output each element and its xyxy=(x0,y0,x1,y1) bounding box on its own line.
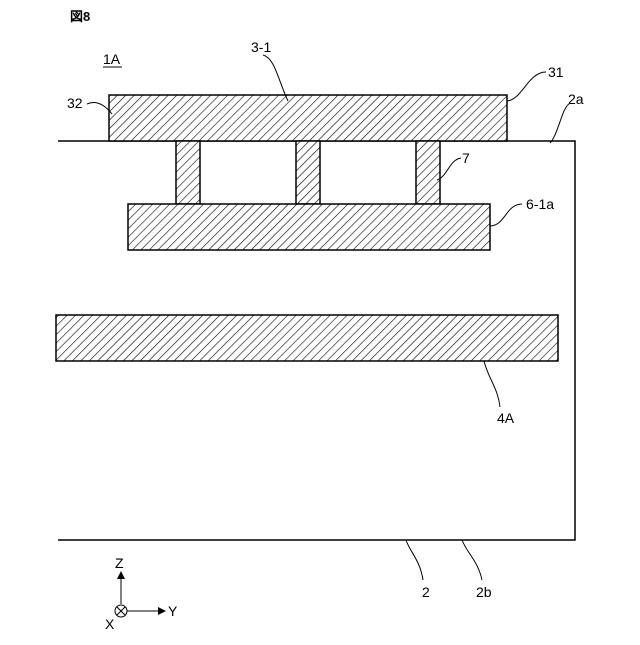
label-32: 32 xyxy=(67,95,83,111)
label-31: 31 xyxy=(548,64,564,80)
label-3-1: 3-1 xyxy=(251,39,271,55)
figure-number: 図8 xyxy=(70,9,90,24)
label-2: 2 xyxy=(422,584,430,600)
leader-31 xyxy=(507,72,546,101)
leader-4A xyxy=(484,361,500,407)
inner-electrode-6-1a xyxy=(128,204,490,250)
via-left xyxy=(176,141,200,204)
label-6-1a: 6-1a xyxy=(526,196,554,212)
y-axis-label: Y xyxy=(168,603,178,619)
ground-layer-4A xyxy=(56,315,558,361)
device-label: 1A xyxy=(103,51,121,67)
coordinate-axes: Z X Y xyxy=(105,555,178,632)
leader-2 xyxy=(406,540,423,580)
electrode-3-1 xyxy=(109,95,507,141)
x-axis-label: X xyxy=(105,616,115,632)
label-4A: 4A xyxy=(497,410,515,426)
leader-6-1a xyxy=(490,204,522,226)
leader-3-1 xyxy=(263,55,288,101)
leader-2b xyxy=(462,540,482,580)
z-axis-label: Z xyxy=(115,555,124,571)
via-center xyxy=(296,141,320,204)
label-2a: 2a xyxy=(568,91,584,107)
label-7: 7 xyxy=(462,150,470,166)
via-right xyxy=(416,141,440,204)
label-2b: 2b xyxy=(476,584,492,600)
leader-2a xyxy=(550,104,569,143)
